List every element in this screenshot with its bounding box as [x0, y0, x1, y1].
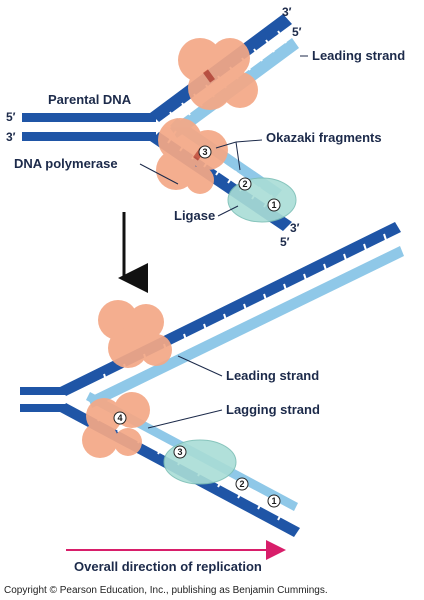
okazaki-fragments-label: Okazaki fragments — [266, 130, 382, 145]
bottom-lower-polymerase — [82, 392, 150, 458]
top-panel: 3 2 1 5′ 3′ 3′ 5′ 3′ 5′ Parental DNA Lea… — [6, 5, 405, 249]
bottom-step-4: 4 — [117, 413, 122, 423]
bottom-leader-lines — [147, 355, 223, 429]
bottom-upper-polymerase — [98, 300, 172, 368]
ligase-label: Ligase — [174, 208, 215, 223]
parental-dna-label: Parental DNA — [48, 92, 132, 107]
copyright-text: Copyright © Pearson Education, Inc., pub… — [4, 585, 328, 596]
top-step-1: 1 — [271, 200, 276, 210]
bottom-upper-leading — [88, 246, 404, 408]
bottom-ligase-enzyme — [163, 439, 237, 485]
bottom-step-2: 2 — [239, 479, 244, 489]
top-leading-strand-label: Leading strand — [312, 48, 405, 63]
top-step-markers: 3 2 1 — [198, 145, 281, 212]
topright-5-prime: 5′ — [292, 25, 302, 39]
lagging-strand-label: Lagging strand — [226, 402, 320, 417]
bottom-parental-duplex — [20, 387, 66, 412]
direction-indicator: Overall direction of replication — [66, 540, 286, 574]
upper-polymerase — [178, 38, 258, 110]
bottom-step-3: 3 — [177, 447, 182, 457]
bottom-step-markers: 4 3 2 1 — [113, 411, 281, 508]
direction-label: Overall direction of replication — [74, 559, 262, 574]
ligase-enzyme — [227, 177, 297, 223]
bottomright-5-prime: 5′ — [280, 235, 290, 249]
parental-duplex — [22, 113, 156, 141]
bottom-panel: 4 3 2 1 Leading strand Lagging strand — [20, 222, 404, 537]
bottom-leading-strand-label: Leading strand — [226, 368, 319, 383]
top-step-2: 2 — [242, 179, 247, 189]
bottom-step-1: 1 — [271, 496, 276, 506]
bottomright-3-prime: 3′ — [290, 221, 300, 235]
left-3-prime: 3′ — [6, 130, 16, 144]
top-step-3: 3 — [202, 147, 207, 157]
dna-polymerase-label: DNA polymerase — [14, 156, 118, 171]
top-leader-lines — [139, 55, 308, 217]
topright-3-prime: 3′ — [282, 5, 292, 19]
left-5-prime: 5′ — [6, 110, 16, 124]
